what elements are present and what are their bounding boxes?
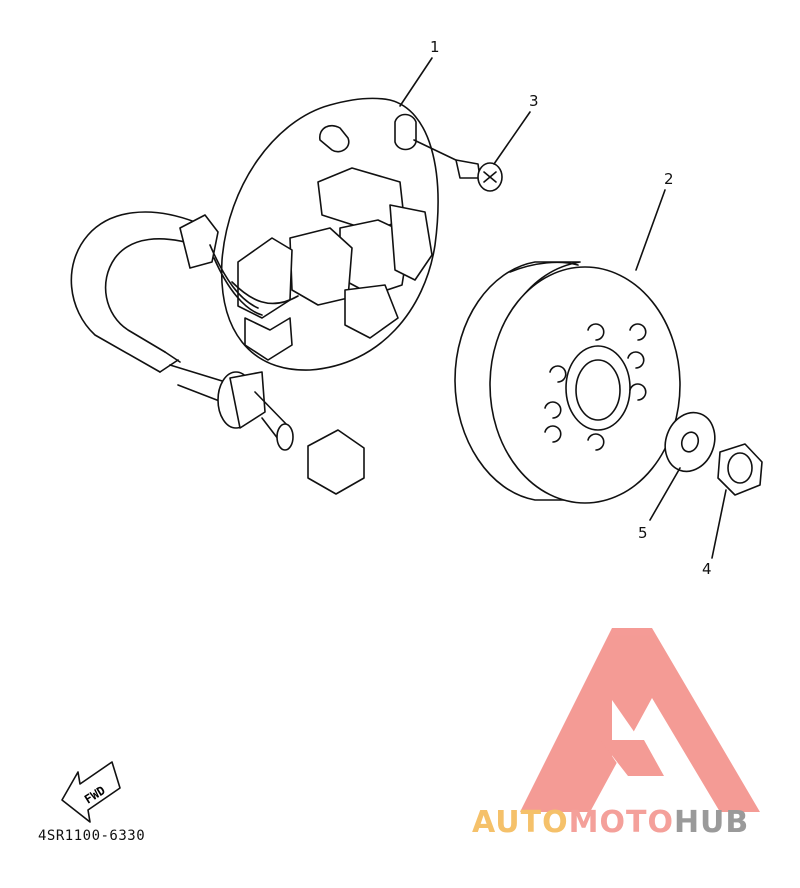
watermark-auto: AUTO [472,805,569,840]
screw [413,139,503,192]
automotohub-logo [520,628,760,812]
rotor-flywheel [454,261,681,504]
callout-4: 4 [702,560,712,578]
leader-lines [399,57,727,559]
callout-5: 5 [638,524,648,542]
watermark-text: AUTOMOTOHUB [472,805,749,840]
stator-assembly [70,97,439,495]
fwd-arrow: FWD [61,761,121,823]
watermark-hub: HUB [674,805,749,840]
diagram-code: 4SR1100-6330 [38,828,145,844]
watermark-moto: MOTO [569,805,674,840]
callout-1: 1 [430,38,440,56]
washer [664,411,716,473]
callout-3: 3 [529,92,539,110]
nut [717,443,763,496]
callout-2: 2 [664,170,674,188]
